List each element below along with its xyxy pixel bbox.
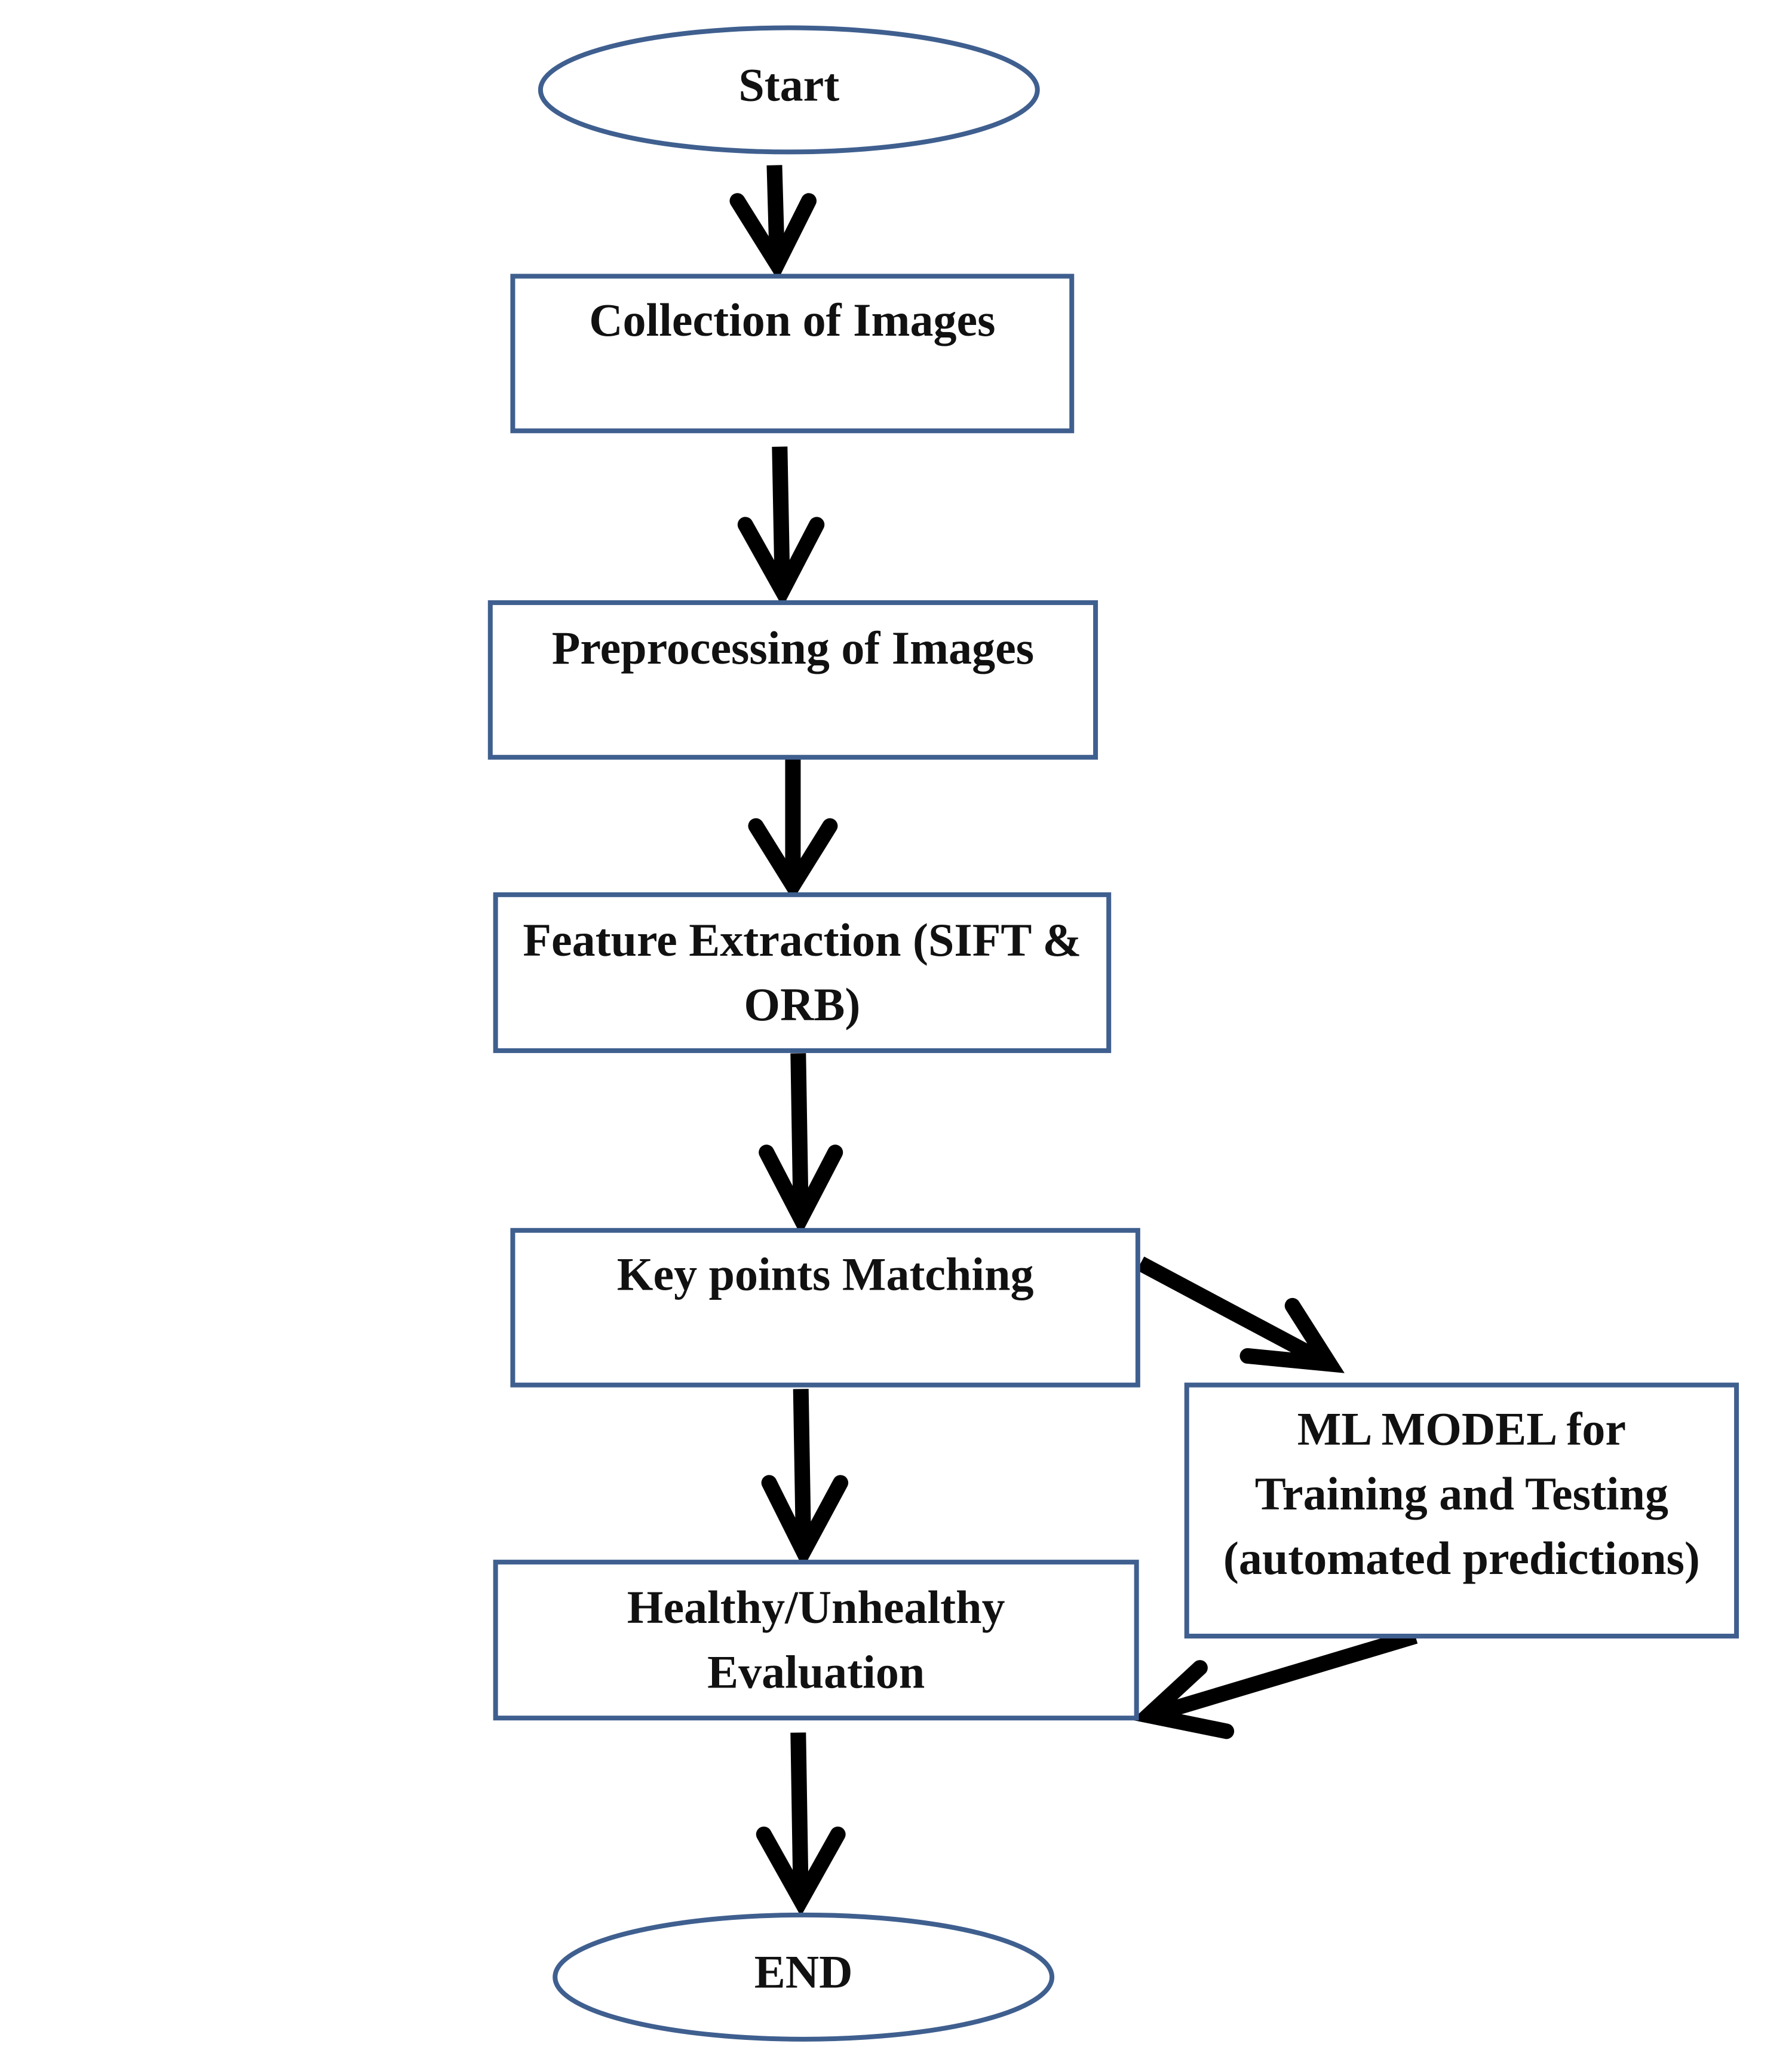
arrow-start-to-collection — [729, 165, 817, 281]
node-evaluation-box — [493, 1560, 1139, 1721]
edges-layer — [729, 165, 1418, 1917]
arrow-feature-to-keypoints — [759, 1053, 843, 1236]
node-start: Start — [538, 25, 1040, 155]
node-preprocessing-box — [487, 600, 1098, 760]
node-keypoints: Key points Matching — [510, 1228, 1140, 1388]
node-ml-label-line-1: ML MODEL for — [1297, 1403, 1626, 1455]
arrow-head — [729, 193, 817, 281]
arrow-shaft — [1137, 1256, 1328, 1368]
node-collection: Collection of Images — [510, 274, 1075, 434]
node-preprocessing: Preprocessing of Images — [487, 600, 1098, 760]
node-evaluation-label-line-2: Evaluation — [707, 1646, 925, 1698]
node-feature-label-line-1: Feature Extraction (SIFT & — [523, 914, 1081, 966]
arrow-keypoints-to-ml — [1137, 1256, 1345, 1373]
arrow-evaluation-to-end — [756, 1732, 846, 1917]
arrow-head — [737, 517, 825, 607]
node-collection-label-line-1: Collection of Images — [589, 294, 995, 346]
arrow-shaft — [772, 446, 790, 586]
node-feature-label-line-2: ORB) — [744, 978, 860, 1030]
node-ml-label-line-2: Training and Testing — [1255, 1468, 1668, 1520]
node-collection-box — [510, 274, 1075, 434]
arrow-ml-to-evaluation — [1132, 1628, 1418, 1739]
arrow-head — [756, 1826, 846, 1917]
node-ml-label-line-3: (automated predictions) — [1223, 1532, 1700, 1584]
node-evaluation-label-line-1: Healthy/Unhealthy — [627, 1581, 1005, 1633]
node-ml-box — [1184, 1382, 1739, 1639]
node-start-label-line-1: Start — [738, 59, 839, 111]
node-feature-box — [493, 892, 1112, 1053]
node-end-label-line-1: END — [754, 1946, 853, 1998]
arrow-head — [1239, 1297, 1345, 1373]
arrow-shaft — [790, 1053, 809, 1214]
arrow-keypoints-to-evaluation — [761, 1389, 849, 1569]
arrow-head — [748, 818, 838, 900]
arrow-shaft — [1152, 1628, 1418, 1722]
arrow-shaft — [790, 1732, 809, 1895]
node-end-ellipse — [553, 1912, 1055, 2042]
node-preprocessing-label-line-1: Preprocessing of Images — [552, 622, 1034, 674]
arrow-head — [1132, 1660, 1235, 1739]
arrow-head — [761, 1475, 849, 1569]
node-keypoints-box — [510, 1228, 1140, 1388]
arrow-preprocessing-to-feature — [748, 750, 838, 900]
node-feature: Feature Extraction (SIFT & ORB) — [493, 892, 1112, 1053]
arrow-shaft — [766, 165, 785, 260]
arrow-shaft — [793, 1389, 812, 1546]
arrow-head — [759, 1144, 843, 1236]
arrow-collection-to-preprocessing — [737, 446, 825, 607]
node-start-ellipse — [538, 25, 1040, 155]
node-end: END — [553, 1912, 1055, 2042]
node-keypoints-label-line-1: Key points Matching — [617, 1248, 1034, 1300]
